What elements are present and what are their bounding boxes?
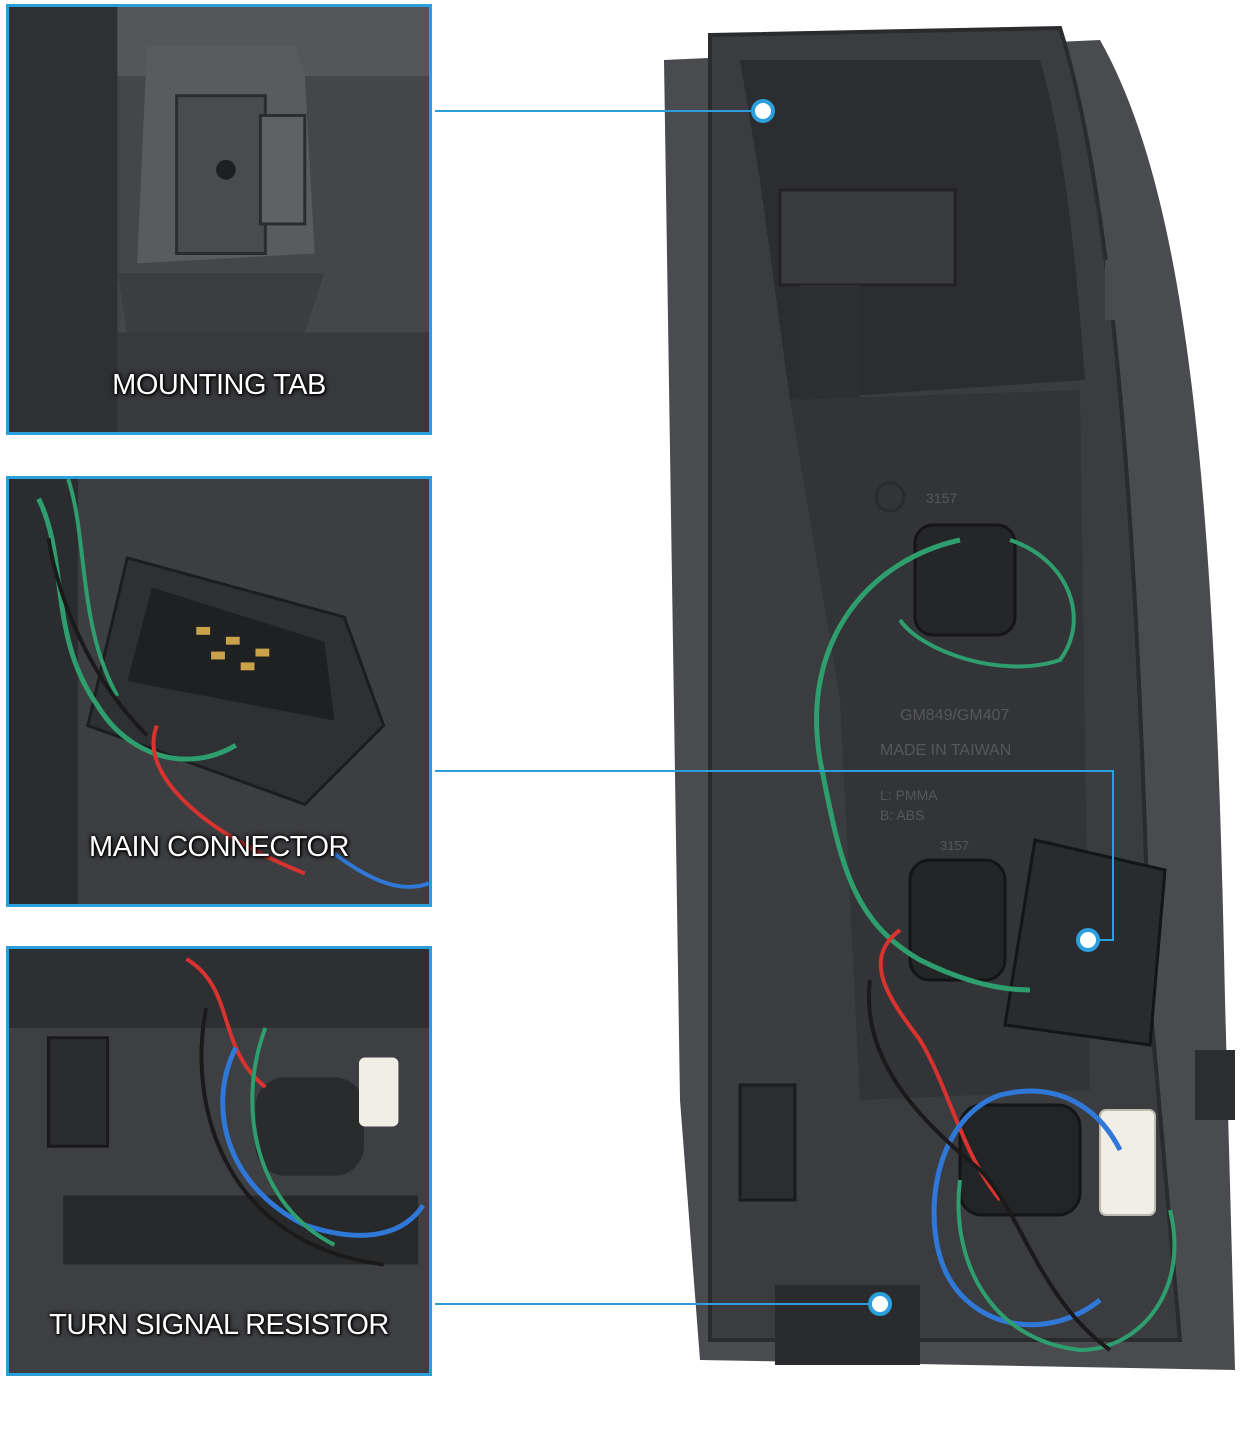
lower-mounting-tab [738, 1083, 797, 1202]
mounting-tab-photo [9, 7, 429, 432]
resistor-plug [1099, 1109, 1156, 1216]
callout-label-mounting-tab: MOUNTING TAB [112, 369, 326, 401]
tail-light-housing-photo: 3157 GM849/GM407 MADE IN TAIWAN L: PMMA … [664, 25, 1235, 1370]
turn-signal-resistor-detail-panel: TURN SIGNAL RESISTOR [6, 946, 432, 1376]
resistor-block [775, 1285, 920, 1365]
mounting-tab-detail-panel: MOUNTING TAB [6, 4, 432, 435]
main-connector [1003, 838, 1167, 1047]
main-connector-detail-panel: MAIN CONNECTOR [6, 476, 432, 907]
material-lens-text: L: PMMA [880, 787, 938, 803]
main-connector-photo [9, 479, 429, 904]
bulb-number-lower: 3157 [940, 838, 969, 853]
turn-signal-resistor-photo [9, 949, 429, 1373]
made-in-text: MADE IN TAIWAN [880, 742, 1011, 759]
bulb-number-upper: 3157 [926, 490, 957, 506]
material-body-text: B: ABS [880, 807, 924, 823]
part-number-text: GM849/GM407 [900, 707, 1009, 724]
callout-label-turn-signal-resistor: TURN SIGNAL RESISTOR [49, 1309, 389, 1341]
upper-socket [913, 523, 1017, 637]
lower-socket [958, 1103, 1082, 1217]
callout-label-main-connector: MAIN CONNECTOR [89, 831, 349, 863]
